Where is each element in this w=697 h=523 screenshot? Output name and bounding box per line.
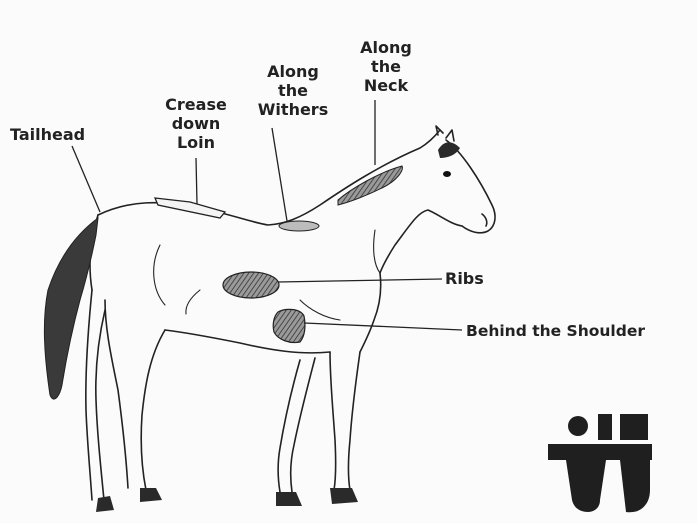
fat-patch-ribs <box>223 272 279 298</box>
label-line: Along <box>245 62 341 81</box>
eye <box>443 171 451 177</box>
label-line: Withers <box>245 100 341 119</box>
label-line: the <box>245 81 341 100</box>
label-line: Neck <box>344 76 428 95</box>
label-along-the-neck: Along the Neck <box>344 38 428 95</box>
label-behind-the-shoulder-text: Behind the Shoulder <box>466 322 645 341</box>
label-line: Along <box>344 38 428 57</box>
fat-patch-withers <box>279 221 319 231</box>
label-line: Loin <box>146 133 246 152</box>
label-tailhead: Tailhead <box>10 125 85 144</box>
loin-block <box>155 198 225 218</box>
label-line: Crease <box>146 95 246 114</box>
label-ribs: Ribs <box>445 269 484 288</box>
label-line: down <box>146 114 246 133</box>
label-line: the <box>344 57 428 76</box>
label-ribs-text: Ribs <box>445 269 484 288</box>
label-tailhead-text: Tailhead <box>10 125 85 144</box>
fat-patch-neck <box>338 166 402 205</box>
label-along-the-withers: Along the Withers <box>245 62 341 119</box>
fat-patch-shoulder <box>273 309 305 342</box>
label-crease-down-loin: Crease down Loin <box>146 95 246 152</box>
forelock <box>438 142 460 158</box>
label-behind-the-shoulder: Behind the Shoulder <box>466 322 645 341</box>
hooves <box>96 488 358 512</box>
ti-logo-icon <box>548 414 652 512</box>
